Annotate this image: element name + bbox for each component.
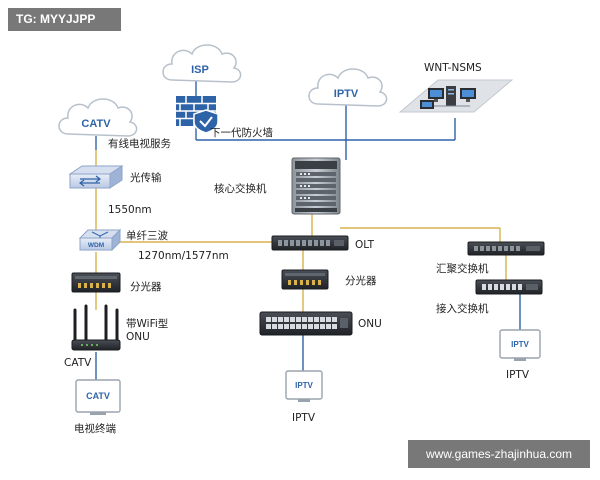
access-switch-device (475, 279, 543, 295)
label-iptv-mid: IPTV (292, 412, 316, 424)
catv-cloud: CATV (58, 98, 138, 137)
label-core-switch: 核心交换机 (214, 182, 267, 195)
tv-iptv-mid-label: IPTV (295, 381, 313, 390)
tv-terminal-iptv-right: IPTV (499, 329, 541, 361)
label-wnt-nsms: WNT-NSMS (424, 62, 482, 74)
label-wl-1270-1577: 1270nm/1577nm (138, 250, 229, 262)
watermark-top: TG: MYYJJPP (8, 8, 121, 31)
label-access-switch: 接入交换机 (436, 302, 489, 315)
aggregation-switch-device (467, 241, 545, 256)
label-wl-1550: 1550nm (108, 204, 152, 216)
label-iptv-right: IPTV (506, 369, 530, 381)
nms-workstation-network-icon (398, 79, 514, 113)
tv-catv-label: CATV (86, 391, 110, 401)
gold-links (95, 150, 507, 312)
wdm-label: WDM (88, 242, 104, 249)
isp-cloud-label: ISP (191, 64, 209, 76)
tv-terminal-iptv-mid: IPTV (285, 370, 323, 402)
label-tv-terminal: 电视终端 (74, 422, 116, 435)
label-agg-switch: 汇聚交换机 (436, 262, 489, 275)
label-olt: OLT (355, 239, 375, 251)
label-catv-out: CATV (64, 357, 92, 369)
label-single-fiber: 单纤三波 (126, 229, 168, 242)
label-wifi-onu-line1: 带WiFi型 (126, 317, 168, 330)
blue-links (95, 80, 521, 380)
wdm-device: WDM (78, 228, 122, 252)
nms-pc-3 (420, 100, 434, 109)
watermark-bottom: www.games-zhajinhua.com (408, 440, 590, 468)
splitter-left-device (71, 272, 121, 293)
onu-device (259, 311, 353, 336)
optical-transmitter-device (68, 165, 124, 189)
label-onu: ONU (358, 318, 382, 330)
label-firewall: 下一代防火墙 (210, 126, 273, 139)
nms-pc-1 (428, 88, 444, 102)
catv-cloud-label: CATV (81, 118, 111, 130)
olt-device (271, 235, 349, 251)
iptv-cloud: IPTV (308, 68, 388, 107)
isp-cloud: ISP (162, 44, 242, 83)
label-catv-service: 有线电视服务 (108, 137, 171, 150)
nms-server (446, 86, 456, 106)
label-splitter-mid: 分光器 (345, 274, 377, 287)
iptv-cloud-label: IPTV (334, 88, 359, 100)
tv-terminal-catv: CATV (75, 379, 121, 415)
nms-pc-2 (460, 88, 476, 102)
label-splitter-left: 分光器 (130, 280, 162, 293)
wifi-router-icon (71, 304, 121, 351)
label-optical-tx: 光传输 (130, 171, 162, 184)
tv-iptv-right-label: IPTV (511, 340, 529, 349)
label-wifi-onu-line2: ONU (126, 331, 150, 343)
splitter-mid-device (281, 269, 329, 290)
core-chassis-switch-icon (291, 157, 341, 215)
firewall-brick-shield-icon (176, 96, 219, 134)
